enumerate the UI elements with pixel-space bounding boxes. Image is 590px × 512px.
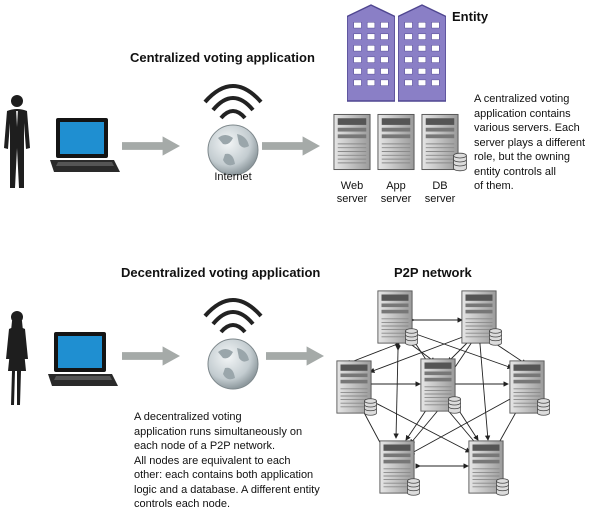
entity-label: Entity	[452, 9, 489, 24]
p2p-node	[420, 358, 461, 414]
centralized-description: A centralized voting application contain…	[474, 93, 586, 192]
building-icon	[347, 4, 395, 102]
laptop-icon	[50, 118, 120, 172]
p2p-node	[461, 290, 502, 346]
internet-globe-icon	[203, 298, 263, 391]
centralized-title: Centralized voting application	[130, 50, 315, 65]
db-server-icon	[421, 113, 459, 171]
user-icon	[4, 95, 30, 188]
user-icon	[6, 311, 28, 405]
arrow-icon	[266, 346, 324, 366]
arrow-icon	[122, 136, 180, 156]
p2p-node	[379, 440, 420, 496]
arrow-icon	[122, 346, 180, 366]
arrow-icon	[262, 136, 320, 156]
database-icon	[453, 152, 467, 172]
decentralized-title: Decentralized voting application	[121, 265, 321, 280]
laptop-icon	[48, 332, 118, 386]
internet-label: Internet	[214, 171, 252, 183]
web-server-icon	[333, 113, 371, 171]
app-server-icon	[377, 113, 415, 171]
internet-globe-icon	[203, 84, 263, 177]
p2p-node	[468, 440, 509, 496]
decentralized-description: A decentralized voting application runs …	[134, 411, 320, 510]
building-icon	[398, 4, 446, 102]
p2p-node	[336, 360, 377, 416]
p2p-node	[509, 360, 550, 416]
p2p-node	[377, 290, 418, 346]
p2p-network-label: P2P network	[394, 265, 472, 280]
